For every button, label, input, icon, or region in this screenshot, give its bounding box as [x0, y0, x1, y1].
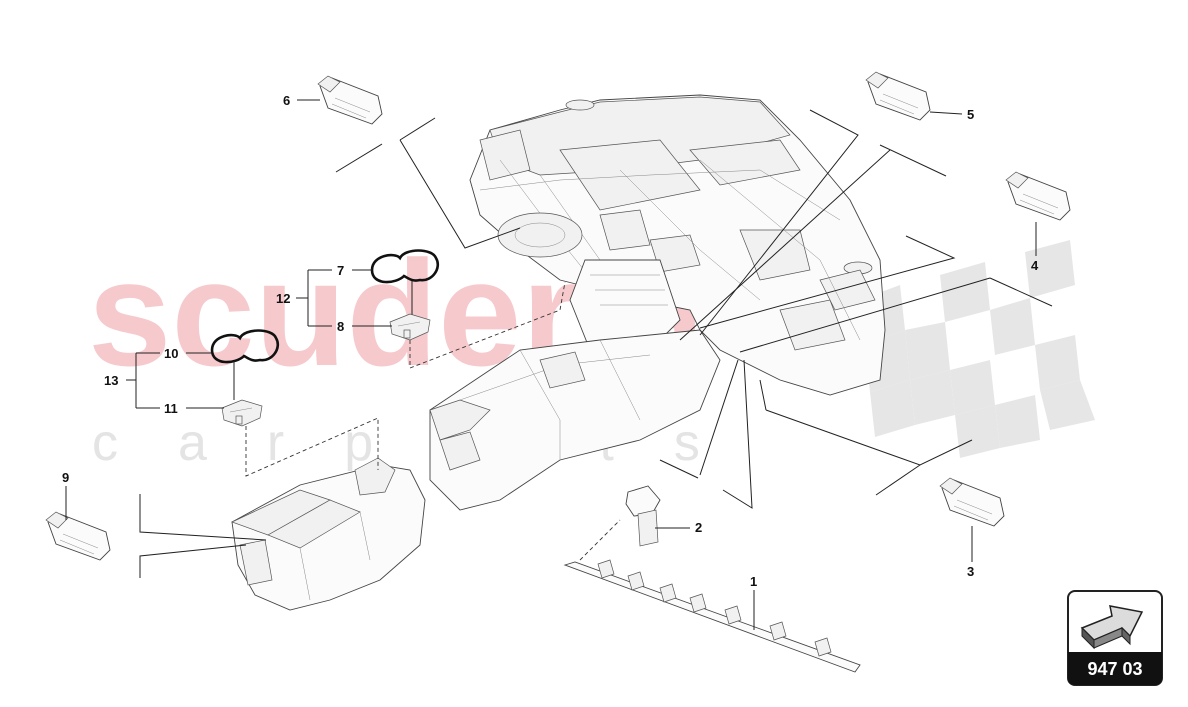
watermark-checker [860, 240, 1095, 458]
callout-2: 2 [695, 520, 702, 535]
page-code: 947 03 [1087, 659, 1142, 679]
callouts: 1 2 3 4 5 6 7 8 9 10 11 12 13 [62, 93, 1039, 589]
callout-4: 4 [1031, 258, 1039, 273]
lamp-5 [865, 71, 931, 121]
callout-9: 9 [62, 470, 69, 485]
lamp-4 [1005, 171, 1071, 221]
callout-8: 8 [337, 319, 344, 334]
lamp-3 [939, 477, 1005, 527]
rear-console [231, 457, 426, 611]
page-badge[interactable]: 947 03 [1067, 590, 1163, 686]
dashboard-assembly [429, 94, 886, 511]
light-guide-10 [210, 329, 280, 364]
next-arrow-icon [1080, 605, 1144, 650]
callout-13: 13 [104, 373, 118, 388]
callout-7: 7 [337, 263, 344, 278]
callout-10: 10 [164, 346, 178, 361]
callout-12: 12 [276, 291, 290, 306]
callout-11: 11 [164, 401, 178, 416]
leader-lines [65, 99, 1053, 630]
lamp-6 [317, 75, 383, 125]
switch-2 [625, 485, 661, 547]
bracket-11 [221, 399, 263, 427]
callout-3: 3 [967, 564, 974, 579]
lamp-9 [45, 511, 111, 561]
bracket-8 [389, 313, 431, 341]
light-guide-7 [370, 249, 440, 284]
wiring-harness-1 [563, 519, 861, 673]
callout-6: 6 [283, 93, 290, 108]
callout-1: 1 [750, 574, 757, 589]
callout-5: 5 [967, 107, 974, 122]
